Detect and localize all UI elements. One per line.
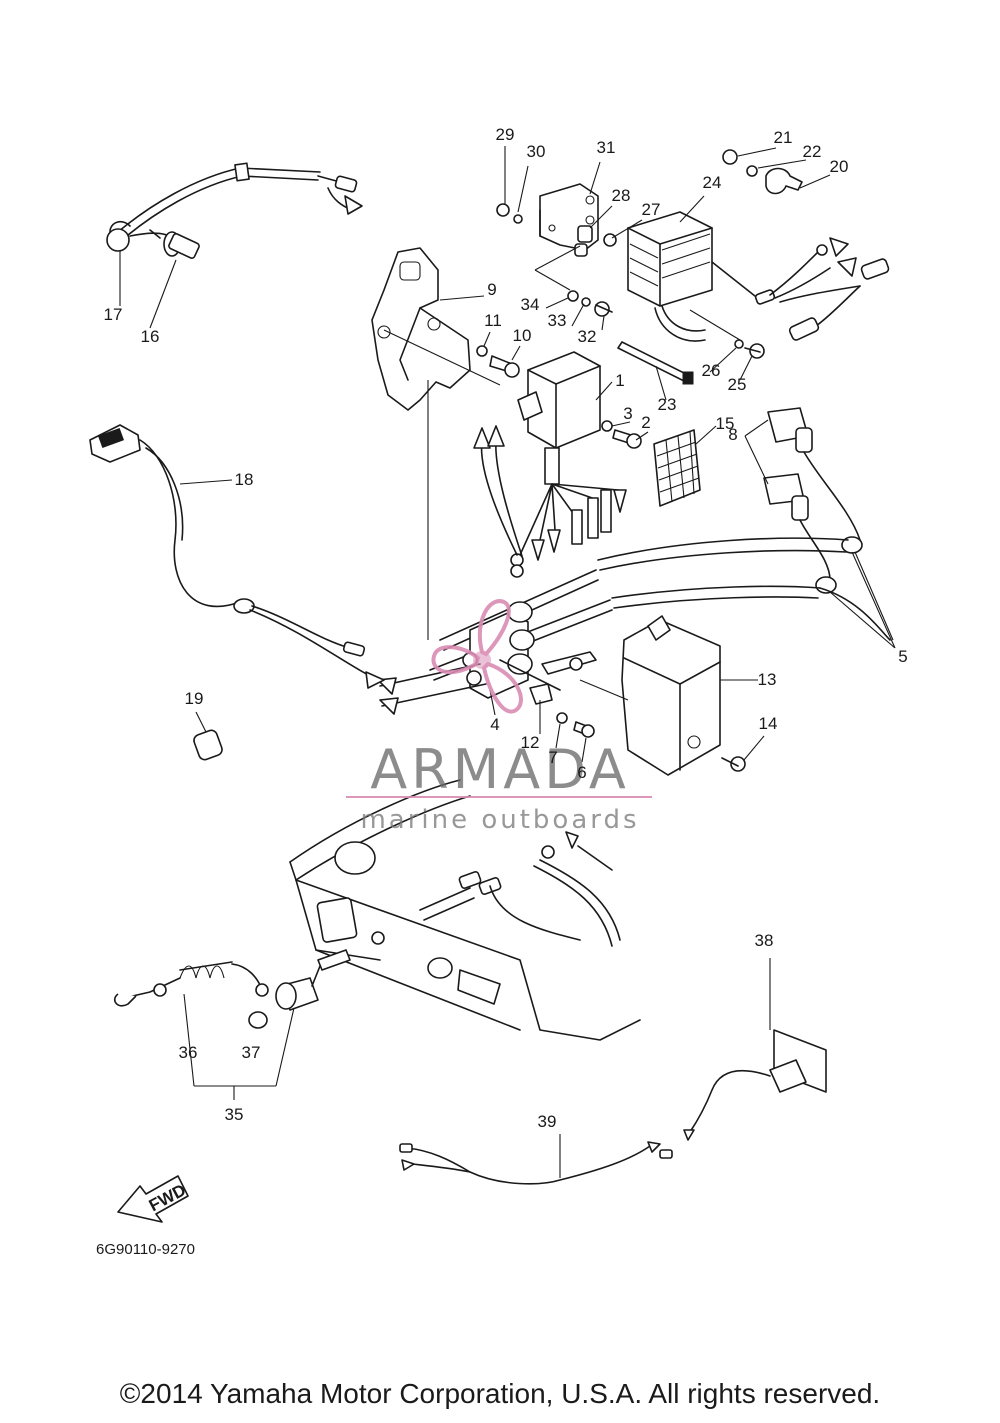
clamp-fasteners [722, 149, 803, 195]
bottom-cowling [289, 779, 641, 1041]
callout-37: 37 [242, 1043, 261, 1062]
terminal-block [653, 429, 701, 507]
callout-5: 5 [898, 647, 907, 666]
callout-38: 38 [755, 931, 774, 950]
ignition-coil [377, 569, 613, 738]
callout-2: 2 [641, 413, 650, 432]
callout-23: 23 [658, 395, 677, 414]
callout-20: 20 [830, 157, 849, 176]
fwd-direction-arrow: FWD [117, 1175, 189, 1223]
watermark-brand: ARMADA [370, 738, 630, 801]
cable-tie [617, 341, 694, 385]
callout-21: 21 [774, 128, 793, 147]
wire-harness [89, 424, 385, 761]
callout-9: 9 [487, 280, 496, 299]
callout-16: 16 [141, 327, 160, 346]
battery-cable-assembly [106, 162, 363, 259]
callout-8: 8 [728, 425, 737, 444]
rectifier-regulator [603, 211, 890, 359]
callout-13: 13 [758, 670, 777, 689]
callout-28: 28 [612, 186, 631, 205]
callout-17: 17 [104, 305, 123, 324]
stop-switch-assembly [113, 949, 351, 1100]
callout-6: 6 [577, 763, 586, 782]
callout-32: 32 [578, 327, 597, 346]
callout-33: 33 [548, 311, 567, 330]
callout-36: 36 [179, 1043, 198, 1062]
small-fasteners [476, 345, 642, 449]
callout-4: 4 [490, 715, 499, 734]
remote-connector-assembly [399, 958, 827, 1185]
callout-22: 22 [803, 142, 822, 161]
regulator-bracket [496, 183, 613, 317]
armada-watermark: ARMADA marine outboards [346, 599, 652, 835]
callout-14: 14 [759, 714, 778, 733]
callout-labels: 1234567891011121314151617181920212223242… [104, 125, 908, 1131]
callout-25: 25 [728, 375, 747, 394]
drawing-code: 6G90110-9270 [96, 1241, 195, 1258]
callout-15: 15 [716, 414, 735, 433]
spark-plug-caps-and-leads [597, 407, 894, 641]
watermark-tagline: marine outboards [360, 805, 639, 835]
mounting-bracket [371, 247, 501, 640]
callout-7: 7 [548, 748, 557, 767]
callout-12: 12 [521, 733, 540, 752]
propeller-logo [431, 599, 523, 714]
callout-34: 34 [521, 295, 540, 314]
callout-leaders [119, 146, 896, 763]
callout-27: 27 [642, 200, 661, 219]
callout-1: 1 [615, 371, 624, 390]
coil-cover [579, 615, 746, 776]
copyright-footer: ©2014 Yamaha Motor Corporation, U.S.A. A… [119, 1378, 881, 1409]
callout-35: 35 [225, 1105, 244, 1124]
callout-10: 10 [513, 326, 532, 345]
callout-29: 29 [496, 125, 515, 144]
callout-18: 18 [235, 470, 254, 489]
callout-19: 19 [185, 689, 204, 708]
callout-31: 31 [597, 138, 616, 157]
callout-39: 39 [538, 1112, 557, 1131]
callout-3: 3 [623, 404, 632, 423]
cdi-unit [473, 351, 627, 578]
callout-26: 26 [702, 361, 721, 380]
callout-24: 24 [703, 173, 722, 192]
callout-11: 11 [484, 311, 502, 330]
callout-30: 30 [527, 142, 546, 161]
